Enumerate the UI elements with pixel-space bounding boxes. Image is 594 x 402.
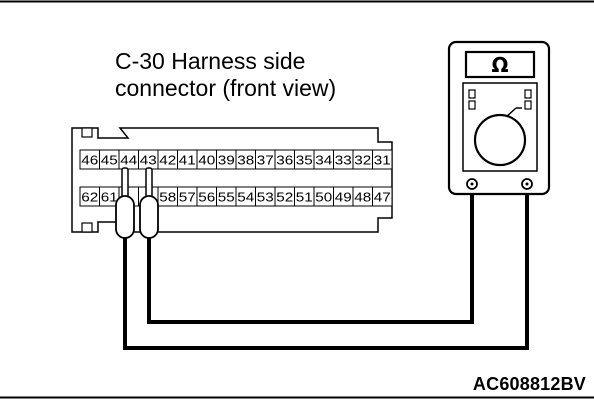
ohmmeter-display — [464, 50, 536, 79]
top-row-pin-label: 36 — [276, 153, 293, 168]
probe-44 — [115, 167, 135, 239]
probe-44-tip — [121, 167, 129, 199]
probe-44-body — [115, 195, 135, 239]
top-row-pin-label: 39 — [218, 153, 235, 168]
probe-43 — [139, 167, 159, 239]
ohm-symbol: Ω — [491, 53, 508, 77]
jack-right-center — [525, 182, 529, 186]
top-row-pin-label: 33 — [335, 153, 352, 168]
lead-wire-outer — [123, 186, 529, 350]
bottom-row-pin-label: 51 — [296, 190, 313, 205]
bottom-row-pin-label: 56 — [198, 190, 215, 205]
bottom-row-pin-label: 52 — [276, 190, 293, 205]
connector-title-line2: connector (front view) — [115, 75, 337, 101]
panel-switch-left — [468, 89, 476, 99]
top-row-pin-label: 40 — [198, 153, 215, 168]
panel-switch-right — [524, 89, 532, 99]
bottom-row-pin-label: 61 — [101, 190, 118, 205]
jack-left-center — [470, 182, 474, 186]
bottom-row-pin-label: 53 — [257, 190, 274, 205]
bottom-row-pin-label: 62 — [81, 190, 98, 205]
lead-wire-inner — [147, 186, 474, 324]
top-row-pin-label: 32 — [354, 153, 371, 168]
top-row-pin-label: 42 — [159, 153, 176, 168]
connector-title: C-30 Harness side connector (front view) — [115, 48, 336, 102]
selector-dial — [473, 113, 527, 167]
bottom-row-pin-label: 47 — [374, 190, 391, 205]
top-row-pin-label: 43 — [140, 153, 157, 168]
bottom-row-pin-label: 48 — [354, 190, 371, 205]
probe-43-body — [139, 195, 159, 239]
connector-lock-top — [81, 127, 93, 138]
panel-switch-left-2 — [468, 100, 476, 110]
top-row-pin-label: 34 — [315, 153, 332, 168]
bottom-row-pin-label: 57 — [179, 190, 196, 205]
top-row-pin-label: 41 — [179, 153, 196, 168]
test-leads — [115, 167, 529, 350]
top-row-pin-label: 44 — [120, 153, 137, 168]
top-row-pin-label: 37 — [257, 153, 274, 168]
bottom-row-pin-label: 58 — [159, 190, 176, 205]
ohmmeter: Ω — [447, 40, 551, 196]
top-row-pin-cell — [372, 149, 393, 170]
bottom-row-pin-cell — [372, 186, 393, 207]
top-row-pin-label: 46 — [81, 153, 98, 168]
panel-switch-right-2 — [524, 100, 532, 110]
connector-title-line1: C-30 Harness side — [115, 48, 306, 74]
connector-lock-bottom — [81, 222, 93, 233]
bottom-row-pin-label: 50 — [315, 190, 332, 205]
top-row-pin-label: 45 — [101, 153, 118, 168]
bottom-row-pin-label: 55 — [218, 190, 235, 205]
bottom-row-pin-label: 54 — [237, 190, 254, 205]
top-row-pin-label: 35 — [296, 153, 313, 168]
probe-43-tip — [145, 167, 153, 199]
figure-id: AC608812BV — [472, 374, 586, 394]
bottom-row-pin-label: 49 — [335, 190, 352, 205]
top-row-pin-label: 38 — [237, 153, 254, 168]
top-row-pin-label: 31 — [374, 153, 391, 168]
